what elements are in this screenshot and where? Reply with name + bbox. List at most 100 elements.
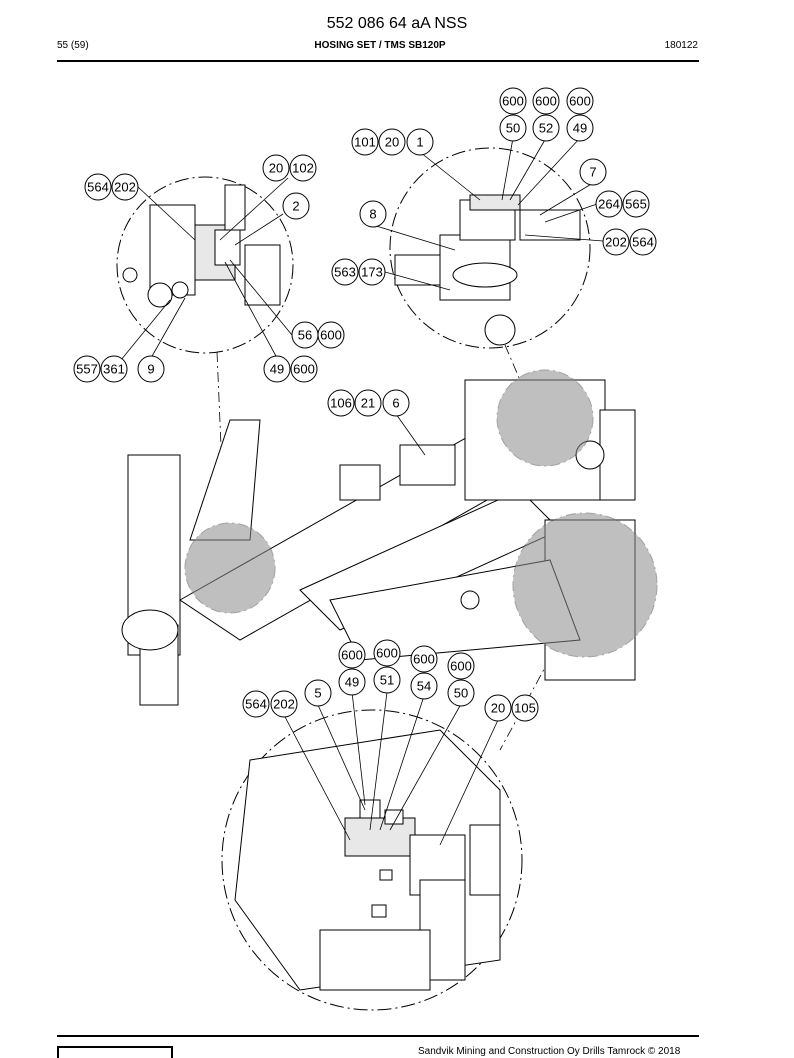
svg-text:20: 20 (269, 161, 283, 176)
svg-text:102: 102 (292, 161, 314, 176)
callout-54: 54 (410, 672, 438, 700)
callout-202: 202 (111, 173, 139, 201)
callout-565: 565 (622, 190, 650, 218)
svg-text:8: 8 (369, 207, 376, 222)
svg-text:101: 101 (354, 135, 376, 150)
svg-text:600: 600 (413, 652, 435, 667)
svg-text:6: 6 (392, 396, 399, 411)
callout-101: 101 (351, 128, 379, 156)
svg-text:202: 202 (273, 697, 295, 712)
detail-circle-bottom (221, 709, 523, 1011)
detail-circle-right (389, 147, 591, 349)
svg-text:564: 564 (87, 180, 109, 195)
svg-text:600: 600 (450, 659, 472, 674)
footer-rule (57, 1035, 699, 1037)
svg-text:600: 600 (569, 94, 591, 109)
callout-50: 50 (499, 114, 527, 142)
callout-557: 557 (73, 355, 101, 383)
left-detail-parts (122, 184, 281, 308)
callout-51: 51 (373, 666, 401, 694)
leader-lines (120, 137, 604, 846)
callout-20: 20 (378, 128, 406, 156)
callout-50: 50 (447, 679, 475, 707)
callout-7: 7 (579, 158, 607, 186)
callout-6: 6 (382, 389, 410, 417)
svg-text:51: 51 (380, 673, 394, 688)
svg-text:20: 20 (491, 701, 505, 716)
highlight-right-top (496, 369, 594, 467)
svg-text:5: 5 (314, 686, 321, 701)
callout-49: 49 (263, 355, 291, 383)
detail-link-right (504, 344, 521, 381)
svg-text:106: 106 (330, 396, 352, 411)
callout-49: 49 (338, 668, 366, 696)
callout-600: 600 (290, 355, 318, 383)
highlight-left (184, 522, 276, 614)
callout-102: 102 (289, 154, 317, 182)
callout-600: 600 (499, 87, 527, 115)
svg-text:600: 600 (341, 648, 363, 663)
svg-text:20: 20 (385, 135, 399, 150)
callout-264: 264 (595, 190, 623, 218)
svg-text:557: 557 (76, 362, 98, 377)
callout-49: 49 (566, 114, 594, 142)
callout-52: 52 (532, 114, 560, 142)
callout-600: 600 (447, 652, 475, 680)
callout-56: 56 (291, 321, 319, 349)
callout-105: 105 (511, 694, 539, 722)
svg-text:563: 563 (334, 265, 356, 280)
svg-text:49: 49 (345, 675, 359, 690)
callout-5: 5 (304, 679, 332, 707)
callout-361: 361 (100, 355, 128, 383)
callout-106: 106 (327, 389, 355, 417)
svg-text:173: 173 (361, 265, 383, 280)
callout-564: 564 (242, 690, 270, 718)
footer-copyright: Sandvik Mining and Construction Oy Drill… (418, 1046, 681, 1057)
callout-564: 564 (84, 173, 112, 201)
callout-1: 1 (406, 128, 434, 156)
svg-text:600: 600 (502, 94, 524, 109)
svg-text:564: 564 (632, 235, 654, 250)
svg-text:361: 361 (103, 362, 125, 377)
document-date: 180122 (664, 40, 698, 51)
callout-20: 20 (484, 694, 512, 722)
svg-text:600: 600 (376, 646, 398, 661)
svg-text:49: 49 (573, 121, 587, 136)
callout-564: 564 (629, 228, 657, 256)
callout-600: 600 (373, 639, 401, 667)
svg-text:600: 600 (535, 94, 557, 109)
page-number: 55 (59) (57, 40, 89, 51)
callout-173: 173 (358, 258, 386, 286)
callout-600: 600 (566, 87, 594, 115)
svg-text:105: 105 (514, 701, 536, 716)
svg-text:600: 600 (293, 362, 315, 377)
callout-600: 600 (338, 641, 366, 669)
callout-9: 9 (137, 355, 165, 383)
svg-text:202: 202 (114, 180, 136, 195)
page-title: HOSING SET / TMS SB120P (314, 40, 446, 51)
svg-text:202: 202 (605, 235, 627, 250)
svg-text:21: 21 (361, 396, 375, 411)
svg-text:7: 7 (589, 165, 596, 180)
callout-8: 8 (359, 200, 387, 228)
callout-2: 2 (282, 192, 310, 220)
svg-text:564: 564 (245, 697, 267, 712)
svg-text:2: 2 (292, 199, 299, 214)
callout-21: 21 (354, 389, 382, 417)
right-detail-parts (394, 194, 581, 346)
callouts: 600 600 600 50 52 49 101 20 1 7 264 565 … (73, 87, 657, 722)
svg-text:600: 600 (320, 328, 342, 343)
callout-600: 600 (317, 321, 345, 349)
callout-20: 20 (262, 154, 290, 182)
bottom-detail-parts (234, 729, 501, 991)
callout-600: 600 (532, 87, 560, 115)
svg-text:49: 49 (270, 362, 284, 377)
callout-202: 202 (602, 228, 630, 256)
svg-text:50: 50 (454, 686, 468, 701)
svg-text:54: 54 (417, 679, 431, 694)
svg-text:9: 9 (147, 362, 154, 377)
highlight-right-bottom (512, 512, 658, 658)
svg-text:52: 52 (539, 121, 553, 136)
svg-text:56: 56 (298, 328, 312, 343)
